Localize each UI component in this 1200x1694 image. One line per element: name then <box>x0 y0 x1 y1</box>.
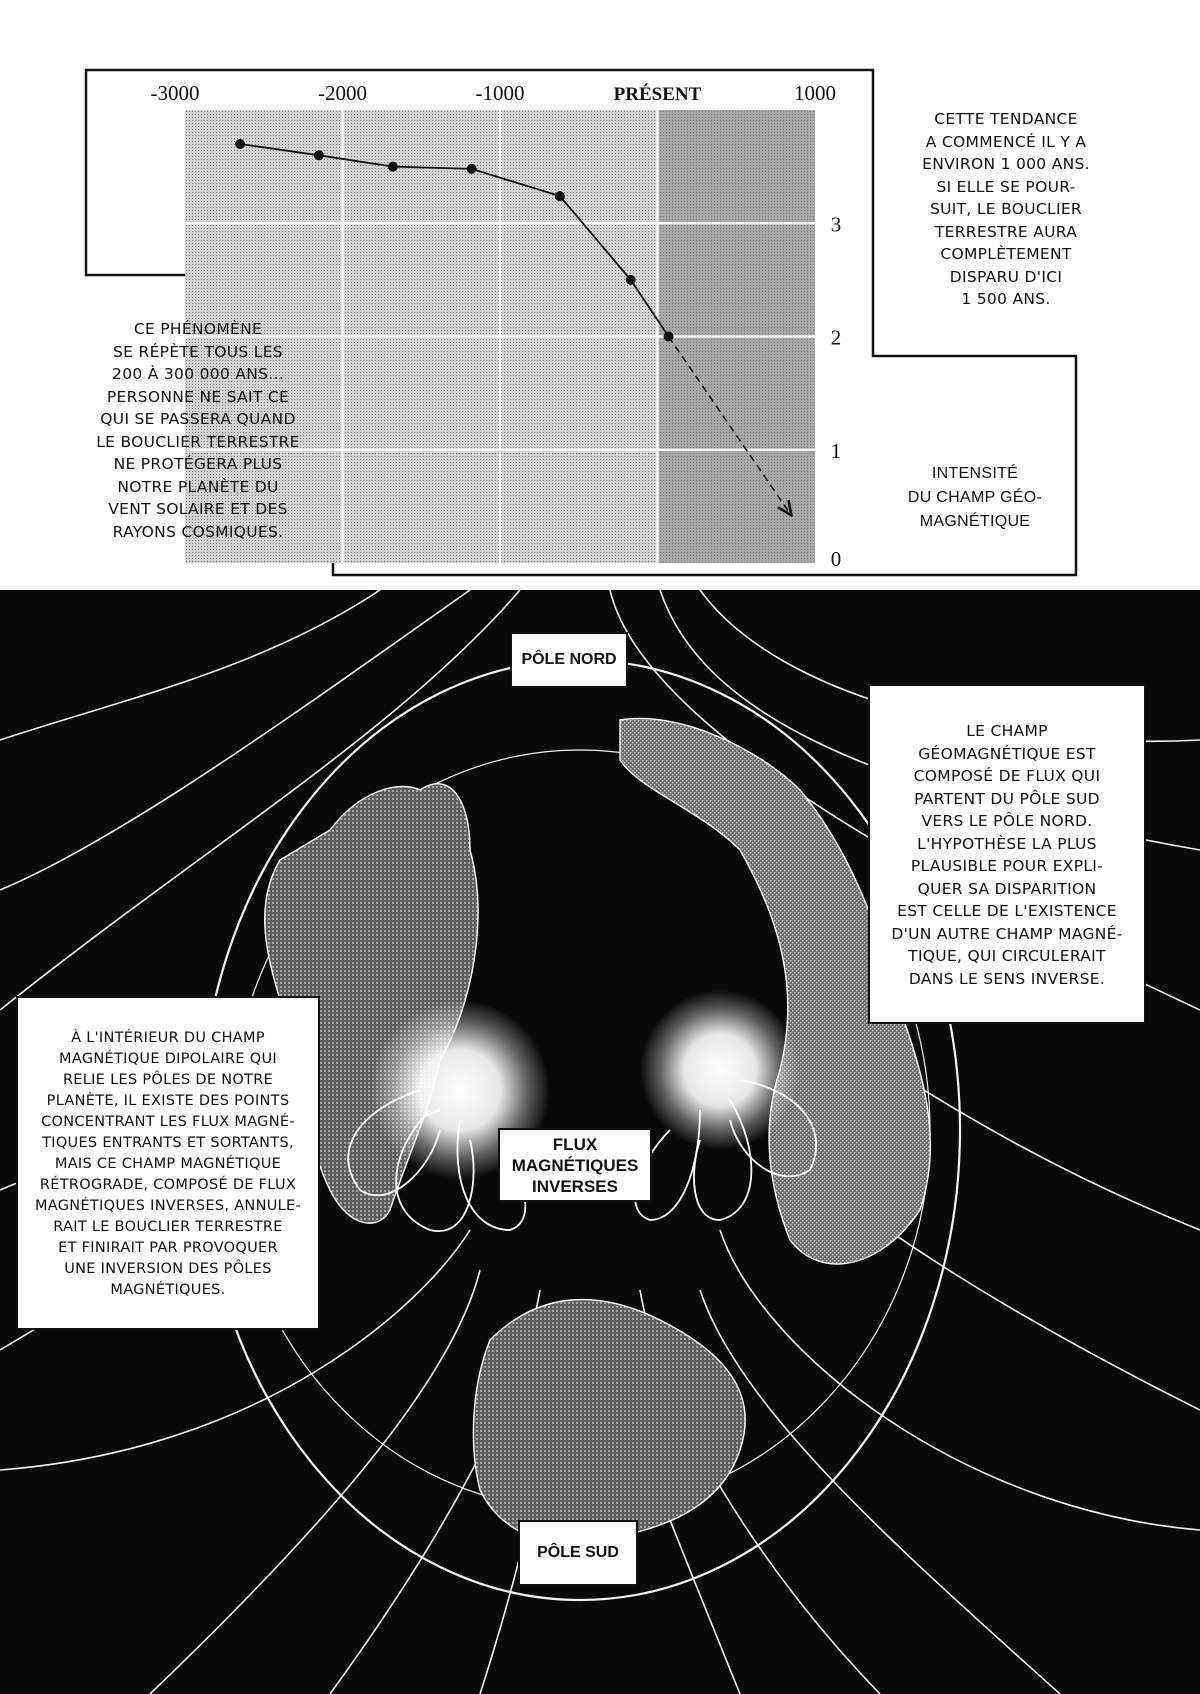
field-caption-line: EST CELLE DE L'EXISTENCE <box>897 902 1117 920</box>
trend-caption-line: SI ELLE SE POUR- <box>936 177 1076 196</box>
field-caption-line: D'UN AUTRE CHAMP MAGNÉ- <box>891 924 1123 943</box>
phenomenon-caption-line: PERSONNE NE SAIT CE <box>106 387 290 406</box>
inside-caption-line: MAGNÉTIQUES INVERSES, ANNULE- <box>34 1198 302 1214</box>
phenomenon-caption-line: NOTRE PLANÈTE DU <box>117 477 279 496</box>
x-tick-label: 1000 <box>794 81 836 105</box>
field-caption-line: COMPOSÉ DE FLUX QUI <box>913 767 1101 785</box>
field-caption-line: PARTENT DU PÔLE SUD <box>914 789 1100 808</box>
trend-caption-line: DISPARU D'ICI <box>949 267 1063 286</box>
phenomenon-caption-line: LE BOUCLIER TERRESTRE <box>96 432 300 451</box>
inside-caption-box: À L'INTÉRIEUR DU CHAMP MAGNÉTIQUE DIPOLA… <box>16 996 320 1330</box>
phenomenon-caption-line: NE PROTÉGERA PLUS <box>113 455 283 473</box>
inside-caption-line: MAGNÉTIQUE DIPOLAIRE QUI <box>59 1051 277 1067</box>
south-pole-label: PÔLE SUD <box>518 1520 638 1586</box>
inside-caption-line: MAGNÉTIQUES. <box>110 1282 226 1298</box>
phenomenon-caption-line: 200 À 300 000 ANS... <box>112 365 284 383</box>
field-caption-line: L'HYPOTHÈSE LA PLUS <box>917 834 1097 853</box>
x-tick-label: PRÉSENT <box>614 83 702 105</box>
trend-caption-line: 1 500 ANS. <box>961 290 1051 308</box>
series-line-projection <box>667 336 792 516</box>
x-tick-label: -2000 <box>318 81 367 105</box>
continent-east <box>619 717 932 1265</box>
reverse-flux-label-line: MAGNÉTIQUES <box>511 1155 639 1175</box>
inside-caption-line: RELIE LES PÔLES DE NOTRE <box>62 1072 274 1088</box>
phenomenon-caption-line: CE PHÉNOMÈNE <box>133 320 263 338</box>
trend-caption-line: TERRESTRE AURA <box>934 222 1078 241</box>
field-caption-line: QUER SA DISPARITION <box>917 879 1097 898</box>
data-point <box>387 161 398 172</box>
data-point <box>235 138 246 149</box>
trend-caption-line: COMPLÈTEMENT <box>940 245 1072 263</box>
field-caption-line: GÉOMAGNÉTIQUE EST <box>918 744 1096 763</box>
reverse-flux-label: FLUX MAGNÉTIQUES INVERSES <box>498 1128 652 1202</box>
y-tick-label: 3 <box>831 212 842 236</box>
inside-caption-line: À L'INTÉRIEUR DU CHAMP <box>71 1030 265 1046</box>
inside-caption-line: RAIT LE BOUCLIER TERRESTRE <box>53 1219 283 1235</box>
flux-glow-right <box>640 990 800 1150</box>
inside-caption-line: RÉTROGRADE, COMPOSÉ DE FLUX <box>39 1177 297 1193</box>
axis-label-line: DU CHAMP GÉO- <box>907 489 1043 506</box>
trend-caption-line: CETTE TENDANCE <box>934 110 1078 128</box>
inside-caption-line: ET FINIRAIT PAR PROVOQUER <box>58 1240 278 1256</box>
field-caption: LE CHAMP GÉOMAGNÉTIQUE EST COMPOSÉ DE FL… <box>870 720 1144 990</box>
trend-caption: CETTE TENDANCE A COMMENCÉ IL Y A ENVIRON… <box>886 108 1126 311</box>
reverse-flux-label-line: INVERSES <box>532 1176 618 1196</box>
inside-caption-line: TIQUES ENTRANTS ET SORTANTS, <box>42 1135 294 1151</box>
trend-caption-line: ENVIRON 1 000 ANS. <box>922 155 1090 173</box>
axis-label-line: INTENSITÉ <box>931 465 1019 482</box>
y-tick-label: 2 <box>831 326 842 350</box>
trend-caption-line: A COMMENCÉ IL Y A <box>925 132 1087 151</box>
x-tick-label: -1000 <box>476 81 525 105</box>
field-caption-line: TIQUE, QUI CIRCULERAIT <box>908 947 1106 965</box>
axis-label-line: MAGNÉTIQUE <box>919 513 1031 530</box>
data-point <box>466 163 477 174</box>
inside-caption-line: UNE INVERSION DES PÔLES <box>64 1261 272 1277</box>
continent-south <box>472 1298 746 1544</box>
field-caption-box: LE CHAMP GÉOMAGNÉTIQUE EST COMPOSÉ DE FL… <box>868 684 1146 1024</box>
phenomenon-caption-line: RAYONS COSMIQUES. <box>112 522 284 541</box>
axis-label: INTENSITÉ DU CHAMP GÉO- MAGNÉTIQUE <box>880 462 1070 534</box>
inside-caption-line: MAIS CE CHAMP MAGNÉTIQUE <box>54 1156 282 1172</box>
field-caption-line: VERS LE PÔLE NORD. <box>921 812 1093 830</box>
phenomenon-caption: CE PHÉNOMÈNE SE RÉPÈTE TOUS LES 200 À 30… <box>78 318 318 543</box>
y-tick-label: 1 <box>831 439 842 463</box>
geomagnetic-intensity-chart: -3000 -2000 -1000 PRÉSENT 1000 0 1 2 3 <box>151 81 842 571</box>
phenomenon-caption-line: VENT SOLAIRE ET DES <box>108 500 288 518</box>
inside-caption-line: CONCENTRANT LES FLUX MAGNÉ- <box>41 1114 295 1130</box>
data-point <box>554 191 565 202</box>
phenomenon-caption-line: QUI SE PASSERA QUAND <box>100 410 296 428</box>
y-tick-label: 0 <box>831 547 842 571</box>
data-point <box>625 274 636 285</box>
field-caption-line: DANS LE SENS INVERSE. <box>908 969 1106 988</box>
trend-caption-line: SUIT, LE BOUCLIER <box>929 200 1083 218</box>
reverse-flux-label-line: FLUX <box>552 1134 598 1154</box>
field-caption-line: PLAUSIBLE POUR EXPLI- <box>910 857 1104 875</box>
north-pole-label: PÔLE NORD <box>510 632 628 688</box>
inside-caption: À L'INTÉRIEUR DU CHAMP MAGNÉTIQUE DIPOLA… <box>18 1028 318 1301</box>
phenomenon-caption-line: SE RÉPÈTE TOUS LES <box>113 342 283 361</box>
field-caption-line: LE CHAMP <box>966 722 1048 740</box>
inside-caption-line: PLANÈTE, IL EXISTE DES POINTS <box>46 1093 290 1109</box>
data-point <box>313 150 324 161</box>
x-tick-label: -3000 <box>151 81 200 105</box>
